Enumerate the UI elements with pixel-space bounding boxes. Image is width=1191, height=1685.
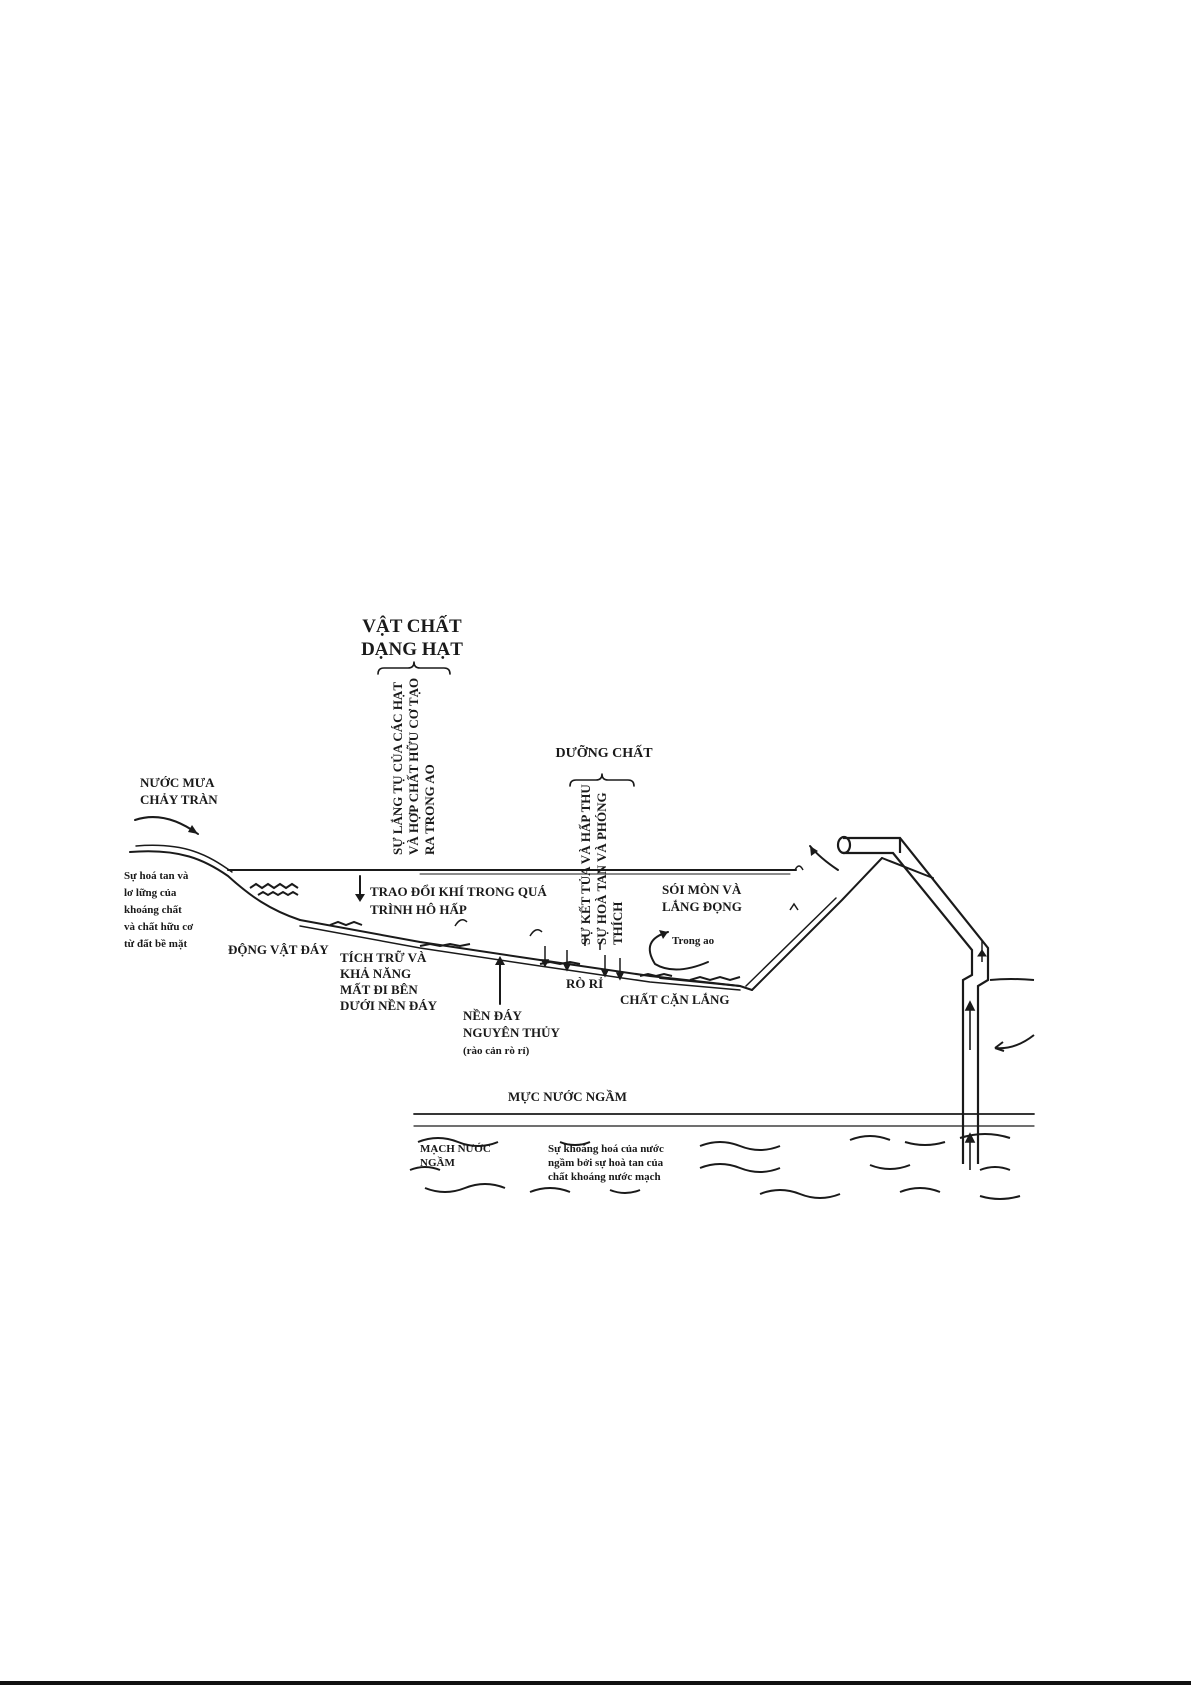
storage-line-1: TÍCH TRỮ VÀ xyxy=(340,950,427,965)
gas-exchange-line-1: TRAO ĐỔI KHÍ TRONG QUÁ xyxy=(370,884,547,899)
page-bottom-rule xyxy=(0,1681,1191,1685)
terrain-profile xyxy=(129,844,934,991)
base-line-1: NỀN ĐÁY xyxy=(463,1008,522,1023)
groundwater-level-label: MỰC NƯỚC NGẦM xyxy=(508,1089,627,1104)
nutrients-title: DƯỠNG CHẤT xyxy=(555,743,653,761)
rain-runoff-line-2: CHẢY TRÀN xyxy=(140,792,218,807)
base-line-2: NGUYÊN THỦY xyxy=(463,1025,561,1040)
outlet-arrow xyxy=(809,845,839,871)
pipe-structure xyxy=(836,835,990,1164)
erosion-marks xyxy=(789,865,804,911)
precipitation-label-line-2: SỰ HOÀ TAN VÀ PHÓNG xyxy=(594,792,609,945)
bubble-arrows xyxy=(454,919,601,950)
aquifer-line-1: MẠCH NƯỚC xyxy=(420,1143,491,1155)
storage-line-3: MẤT ĐI BÊN xyxy=(340,982,418,997)
mineralization-line-1: Sự khoáng hoá của nước xyxy=(548,1143,664,1155)
dissolution-line-5: từ đất bề mặt xyxy=(124,938,187,950)
runoff-arrow xyxy=(134,816,199,835)
precipitation-label-line-1: SỰ KẾT TỦA VÀ HẤP THU xyxy=(578,784,593,945)
precipitation-label-line-3: THÍCH xyxy=(610,902,625,945)
gas-exchange-arrow xyxy=(355,875,365,902)
right-edge-shapes xyxy=(989,978,1035,1052)
in-pond-label: Trong ao xyxy=(672,935,715,947)
leak-label: RÒ RỈ xyxy=(566,976,603,991)
particulate-title-line-2: DẠNG HẠT xyxy=(361,639,463,660)
dissolution-line-1: Sự hoá tan và xyxy=(124,870,189,882)
particulate-brace xyxy=(377,661,451,675)
erosion-line-2: LẮNG ĐỌNG xyxy=(662,899,742,914)
sediment-label: CHẤT CẶN LẮNG xyxy=(620,992,730,1007)
settling-label-line-2: VÀ HỢP CHẤT HỮU CƠ TẠO xyxy=(406,678,421,855)
erosion-line-1: SÓI MÒN VÀ xyxy=(662,882,742,897)
rain-runoff-line-1: NƯỚC MƯA xyxy=(140,775,215,790)
base-pointer-arrow xyxy=(495,956,505,1005)
dissolution-line-3: khoáng chất xyxy=(124,904,182,916)
nutrients-brace xyxy=(569,773,635,787)
aquifer-line-2: NGẦM xyxy=(420,1156,455,1169)
pipe-flow-arrows xyxy=(964,1000,976,1170)
mineralization-line-3: chất khoáng nước mạch xyxy=(548,1171,661,1183)
mineralization-line-2: ngầm bởi sự hoà tan của xyxy=(548,1157,664,1169)
particulate-title-line-1: VẬT CHẤT xyxy=(362,615,462,637)
settling-label-line-3: RA TRONG AO xyxy=(422,764,437,855)
dissolution-line-4: và chất hữu cơ xyxy=(124,921,194,933)
pond-circulation-arrow xyxy=(648,930,709,971)
dissolution-line-2: lơ lững của xyxy=(124,887,177,899)
aquifer-waves xyxy=(409,1133,1021,1200)
storage-line-2: KHẢ NĂNG xyxy=(340,966,411,981)
storage-line-4: DƯỚI NỀN ĐÁY xyxy=(340,998,438,1013)
settling-label-line-1: SỰ LẮNG TỤ CỦA CÁC HẠT xyxy=(390,682,405,855)
gas-exchange-line-2: TRÌNH HÔ HẤP xyxy=(370,902,467,917)
base-line-3: (rào cản rò rỉ) xyxy=(463,1045,530,1057)
leak-arrows xyxy=(540,946,625,981)
benthos-label: ĐỘNG VẬT ĐÁY xyxy=(228,942,329,957)
